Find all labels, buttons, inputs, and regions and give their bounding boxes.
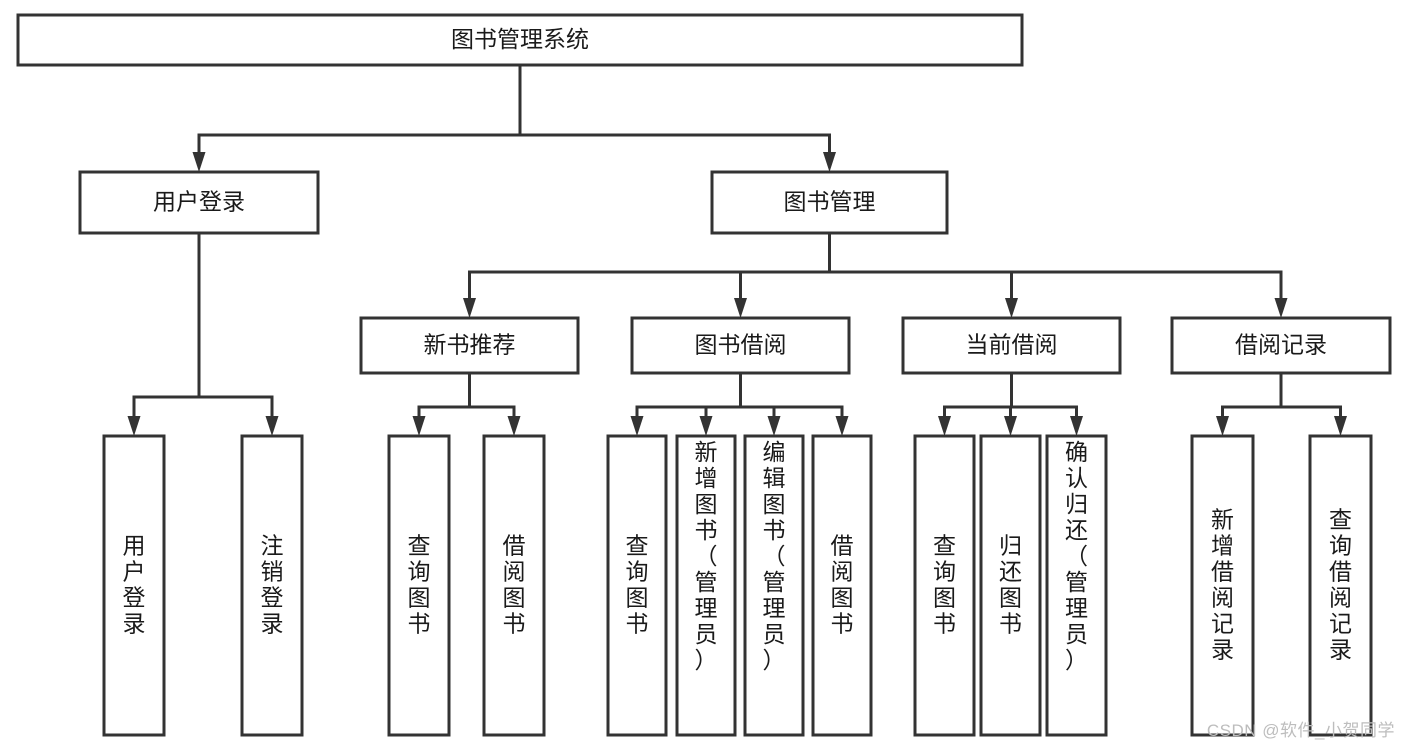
node-label: 查询借阅记录 — [1329, 507, 1352, 663]
node-label: 借阅图书 — [831, 533, 854, 637]
node-leaf-cur-query[interactable]: 查询图书 — [913, 434, 976, 737]
connector-group — [463, 231, 1288, 318]
connector-group — [412, 371, 521, 436]
connector-group — [127, 231, 279, 436]
node-label: 用户登录 — [153, 189, 245, 215]
node-leaf-borrow-borrow[interactable]: 借阅图书 — [811, 434, 873, 737]
node-label: 注销登录 — [261, 533, 284, 637]
node-box[interactable] — [630, 316, 851, 375]
arrow-head-icon — [630, 416, 644, 436]
node-leaf-rec-borrow[interactable]: 借阅图书 — [482, 434, 546, 737]
arrow-head-icon — [767, 416, 781, 436]
node-box[interactable] — [16, 13, 1024, 67]
node-leaf-rec-search[interactable]: 查询借阅记录 — [1308, 434, 1373, 737]
node-book-borrow[interactable]: 图书借阅 — [630, 316, 851, 375]
node-box[interactable] — [811, 434, 873, 737]
watermark-text: CSDN @软件_小贺同学 — [1206, 721, 1395, 740]
arrow-head-icon — [938, 416, 951, 436]
node-label: 查询图书 — [408, 533, 431, 637]
arrow-head-icon — [1005, 298, 1018, 318]
node-box[interactable] — [710, 170, 949, 235]
node-box[interactable] — [743, 434, 805, 737]
node-box[interactable] — [359, 316, 580, 375]
arrow-head-icon — [1070, 416, 1083, 436]
node-leaf-borrow-add[interactable]: 新增图书（管理员） — [675, 434, 737, 737]
node-box[interactable] — [1045, 434, 1108, 737]
node-label: 当前借阅 — [966, 332, 1058, 358]
node-leaf-cur-confirm[interactable]: 确认归还（管理员） — [1045, 434, 1108, 737]
node-box[interactable] — [675, 434, 737, 737]
arrow-head-icon — [1274, 298, 1288, 318]
node-label: 用户登录 — [123, 533, 146, 637]
node-label: 图书借阅 — [695, 332, 787, 358]
connector-group — [630, 371, 849, 436]
connector-layer — [127, 63, 1347, 436]
arrow-head-icon — [1004, 416, 1017, 436]
node-label: 确认归还（管理员） — [1065, 439, 1088, 673]
node-label: 借阅记录 — [1235, 332, 1327, 358]
node-label: 图书管理系统 — [451, 26, 589, 52]
node-leaf-user-logout[interactable]: 注销登录 — [240, 434, 304, 737]
node-box[interactable] — [1170, 316, 1392, 375]
arrow-head-icon — [412, 416, 426, 436]
node-label: 归还图书 — [999, 533, 1022, 637]
node-user-login[interactable]: 用户登录 — [78, 170, 320, 235]
node-label: 新书推荐 — [424, 332, 516, 358]
node-box[interactable] — [482, 434, 546, 737]
node-label: 编辑图书（管理员） — [763, 439, 786, 673]
node-box[interactable] — [901, 316, 1122, 375]
node-label: 查询图书 — [933, 533, 956, 637]
node-box[interactable] — [387, 434, 451, 737]
arrow-head-icon — [823, 152, 836, 172]
arrow-head-icon — [1334, 416, 1347, 436]
arrow-head-icon — [127, 416, 141, 436]
connector-group — [1216, 371, 1347, 436]
node-leaf-rec-add[interactable]: 新增借阅记录 — [1190, 434, 1255, 737]
node-leaf-user-login[interactable]: 用户登录 — [102, 434, 166, 737]
arrow-head-icon — [734, 298, 747, 318]
node-box[interactable] — [78, 170, 320, 235]
node-box[interactable] — [240, 434, 304, 737]
node-leaf-borrow-edit[interactable]: 编辑图书（管理员） — [743, 434, 805, 737]
node-label: 新增图书（管理员） — [695, 439, 718, 673]
connector-group — [192, 63, 836, 172]
node-box[interactable] — [606, 434, 668, 737]
node-borrow-record[interactable]: 借阅记录 — [1170, 316, 1392, 375]
node-layer: 图书管理系统用户登录图书管理新书推荐图书借阅当前借阅借阅记录用户登录注销登录查询… — [16, 13, 1392, 737]
arrow-head-icon — [507, 416, 521, 436]
node-new-book-rec[interactable]: 新书推荐 — [359, 316, 580, 375]
node-current-borrow[interactable]: 当前借阅 — [901, 316, 1122, 375]
arrow-head-icon — [463, 298, 476, 318]
node-box[interactable] — [102, 434, 166, 737]
node-box[interactable] — [979, 434, 1042, 737]
node-box[interactable] — [913, 434, 976, 737]
node-leaf-rec-query[interactable]: 查询图书 — [387, 434, 451, 737]
node-label: 新增借阅记录 — [1211, 507, 1234, 663]
arrow-head-icon — [265, 416, 279, 436]
arrow-head-icon — [1216, 416, 1229, 436]
node-root[interactable]: 图书管理系统 — [16, 13, 1024, 67]
node-book-admin[interactable]: 图书管理 — [710, 170, 949, 235]
node-label: 图书管理 — [784, 189, 876, 215]
node-leaf-cur-return[interactable]: 归还图书 — [979, 434, 1042, 737]
node-box[interactable] — [1308, 434, 1373, 737]
node-leaf-borrow-query[interactable]: 查询图书 — [606, 434, 668, 737]
arrow-head-icon — [699, 416, 713, 436]
node-label: 借阅图书 — [503, 533, 526, 637]
arrow-head-icon — [192, 152, 206, 172]
node-box[interactable] — [1190, 434, 1255, 737]
arrow-head-icon — [835, 416, 849, 436]
connector-group — [938, 371, 1083, 436]
node-label: 查询图书 — [626, 533, 649, 637]
